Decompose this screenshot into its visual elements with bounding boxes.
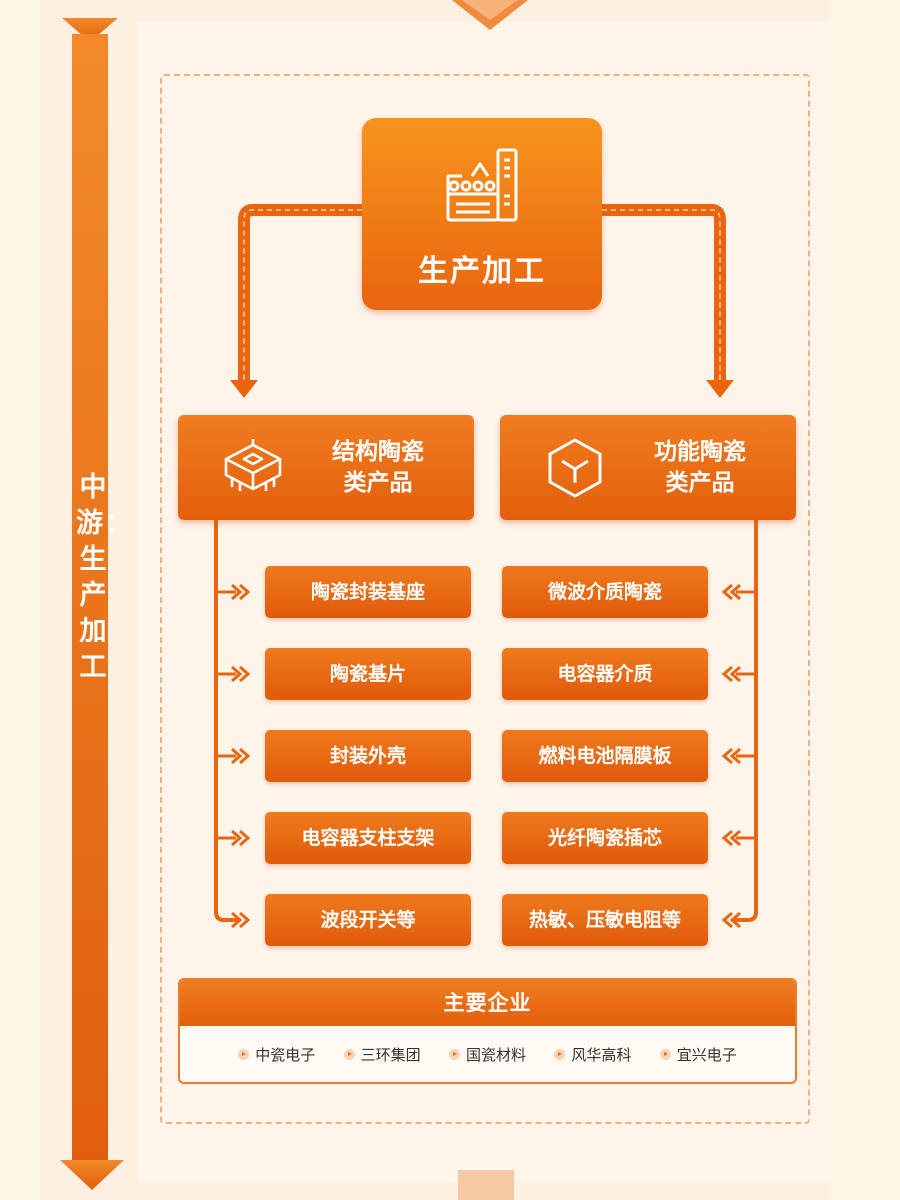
category-title: 结构陶瓷 类产品: [332, 439, 424, 496]
company-name: 三环集团: [360, 1045, 421, 1064]
bullet-arrow-icon: [238, 1048, 250, 1060]
category-functional-ceramics: 功能陶瓷 类产品: [500, 415, 796, 520]
company-name: 风华高科: [571, 1045, 632, 1064]
companies-title: 主要企业: [180, 980, 795, 1026]
company-item: 风华高科: [554, 1044, 631, 1065]
company-item: 国瓷材料: [448, 1044, 526, 1065]
product-item: 燃料电池隔膜板: [502, 730, 708, 782]
chip-component-icon: [224, 439, 282, 491]
main-process-node: 生产加工: [362, 118, 602, 310]
product-item: 微波介质陶瓷: [502, 566, 708, 618]
product-item: 电容器支柱支架: [265, 812, 471, 864]
category-structural-ceramics: 结构陶瓷 类产品: [178, 415, 474, 520]
incoming-arrow-icon: [452, 0, 528, 30]
product-item: 封装外壳: [265, 730, 471, 782]
bullet-arrow-icon: [554, 1048, 566, 1060]
bullet-arrow-icon: [448, 1048, 460, 1060]
bullet-arrow-icon: [659, 1048, 671, 1060]
company-item: 中瓷电子: [238, 1044, 315, 1065]
bullet-arrow-icon: [343, 1048, 355, 1060]
company-item: 宜兴电子: [659, 1044, 737, 1065]
company-list: 中瓷电子 三环集团 国瓷材料 风华高科 宜兴电子: [180, 1026, 795, 1082]
main-node-title: 生产加工: [418, 254, 546, 289]
next-section-tab: [458, 1170, 514, 1200]
product-item: 热敏、压敏电阻等: [502, 894, 708, 946]
major-companies-panel: 主要企业 中瓷电子 三环集团 国瓷材料 风华高科 宜兴电子: [178, 978, 797, 1084]
dashed-frame: [160, 74, 810, 1124]
product-item: 光纤陶瓷插芯: [502, 812, 708, 864]
company-name: 宜兴电子: [676, 1045, 737, 1064]
company-item: 三环集团: [343, 1044, 421, 1065]
company-name: 国瓷材料: [465, 1045, 526, 1064]
product-item: 波段开关等: [265, 894, 471, 946]
stage-down-arrow-icon: [60, 18, 124, 1190]
product-item: 陶瓷封装基座: [265, 566, 471, 618]
product-item: 电容器介质: [502, 648, 708, 700]
company-name: 中瓷电子: [255, 1045, 316, 1064]
category-title: 功能陶瓷 类产品: [654, 439, 746, 496]
factory-machine-icon: [446, 148, 518, 222]
product-item: 陶瓷基片: [265, 648, 471, 700]
cube-icon: [548, 438, 602, 498]
